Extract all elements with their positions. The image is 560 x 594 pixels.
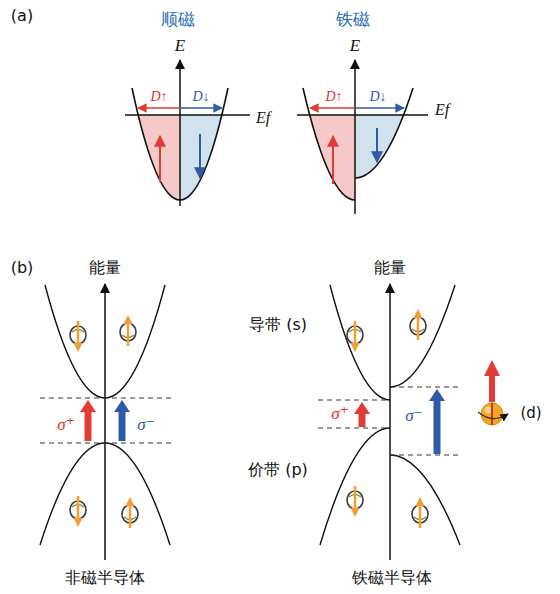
conduction-band	[45, 285, 165, 398]
transition-arrow	[114, 400, 130, 441]
ferromagnetic-bands	[318, 284, 462, 560]
axis-label: 能量	[374, 259, 406, 277]
energy-axis	[179, 60, 181, 206]
paramagnetic-dos	[120, 60, 250, 210]
phase-title: 顺磁	[161, 10, 195, 30]
spin-icon	[347, 486, 363, 517]
dos-arrow	[180, 107, 222, 109]
spin-icon	[70, 321, 86, 352]
band-edge	[390, 387, 462, 388]
spin-axis	[491, 403, 493, 425]
band-edge	[318, 400, 390, 401]
dos-label: D↑	[325, 89, 342, 105]
axis-label: 能量	[89, 259, 121, 277]
nonmagnetic-bands	[40, 284, 172, 560]
ferromagnetic-dos	[295, 60, 428, 214]
electron	[481, 403, 503, 425]
electron-spin-icon	[478, 360, 508, 425]
transition-arrow	[80, 400, 96, 441]
dos-arrow	[138, 107, 180, 109]
conduction-band	[330, 285, 390, 400]
band-label: 价带 (p)	[248, 461, 308, 479]
spin-icon	[122, 497, 138, 528]
fermi-label: Ef	[435, 101, 449, 119]
spin-arrow	[332, 136, 334, 184]
axis-label: E	[350, 36, 360, 56]
panel-label: (a)	[11, 7, 33, 25]
spin-arrow	[376, 128, 378, 162]
polarization-label: σ⁺	[331, 404, 348, 424]
band-edge	[40, 443, 172, 444]
dos-arrow	[355, 107, 404, 109]
band-edge	[40, 398, 172, 399]
spin-icon	[410, 309, 426, 340]
band-label: 导带 (s)	[249, 316, 307, 334]
dos-label: D↓	[369, 89, 386, 105]
spin-arrow	[199, 134, 201, 178]
band-curve	[303, 88, 355, 200]
rotation-arrow	[478, 412, 508, 419]
spin-down-fill	[355, 115, 420, 210]
spin-icon	[412, 497, 428, 528]
material-label: 铁磁半导体	[352, 569, 432, 587]
material-label: 非磁半导体	[65, 569, 145, 587]
spin-arrow	[159, 136, 161, 182]
spin-icon	[347, 321, 363, 352]
energy-axis	[354, 60, 356, 214]
fermi-line	[125, 114, 250, 115]
phase-title: 铁磁	[336, 10, 370, 30]
energy-axis	[104, 284, 106, 560]
band-curve	[355, 88, 413, 178]
polarization-label: σ⁻	[137, 415, 154, 435]
conduction-band	[390, 285, 455, 387]
panel-label: (b)	[11, 259, 34, 277]
polarization-label: σ⁻	[405, 406, 422, 426]
electron-highlight	[485, 407, 492, 414]
valence-band	[40, 443, 170, 545]
axis-label: E	[175, 36, 185, 56]
panel-label: (d)	[520, 405, 541, 422]
transition-arrow	[354, 402, 370, 427]
transition-arrow	[429, 389, 445, 454]
dos-label: D↓	[192, 89, 209, 105]
valence-band	[390, 455, 460, 545]
dos-label: D↑	[150, 89, 167, 105]
band-edge	[390, 455, 462, 456]
band-edge	[318, 428, 390, 429]
valence-band	[320, 428, 390, 545]
fermi-line	[297, 114, 428, 115]
dos-arrow	[310, 107, 355, 109]
spin-arrow	[484, 360, 500, 402]
spin-icon	[70, 496, 86, 527]
spin-icon	[120, 315, 136, 346]
polarization-label: σ⁺	[57, 415, 74, 435]
fermi-label: Ef	[256, 109, 270, 127]
energy-axis	[389, 284, 391, 560]
